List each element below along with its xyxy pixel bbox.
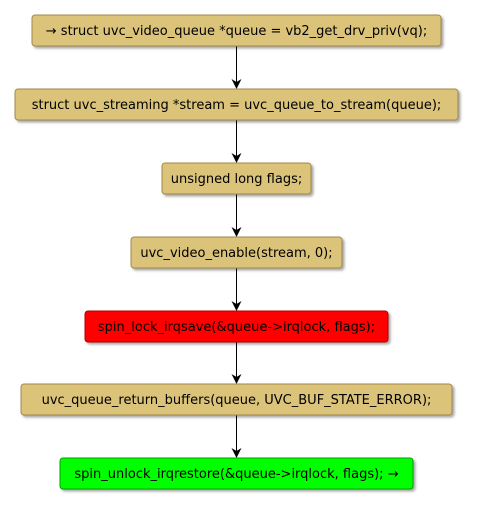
step-label: spin_lock_irqsave(&queue->irqlock, flags… [98, 320, 375, 335]
step-label: uvc_video_enable(stream, 0); [140, 246, 332, 261]
step-label: spin_unlock_irqrestore(&queue->irqlock, … [74, 467, 398, 482]
step-label: unsigned long flags; [171, 172, 303, 187]
step-spin-unlock: spin_unlock_irqrestore(&queue->irqlock, … [59, 457, 414, 490]
step-label: uvc_queue_return_buffers(queue, UVC_BUF_… [42, 393, 432, 408]
step-get-queue: → struct uvc_video_queue *queue = vb2_ge… [31, 14, 442, 47]
step-label: → struct uvc_video_queue *queue = vb2_ge… [46, 24, 427, 39]
step-spin-lock: spin_lock_irqsave(&queue->irqlock, flags… [84, 310, 389, 343]
step-declare-flags: unsigned long flags; [161, 162, 312, 195]
step-label: struct uvc_streaming *stream = uvc_queue… [32, 98, 442, 113]
step-return-buffers: uvc_queue_return_buffers(queue, UVC_BUF_… [20, 383, 453, 416]
step-video-enable: uvc_video_enable(stream, 0); [130, 236, 343, 269]
step-get-stream: struct uvc_streaming *stream = uvc_queue… [14, 88, 459, 121]
